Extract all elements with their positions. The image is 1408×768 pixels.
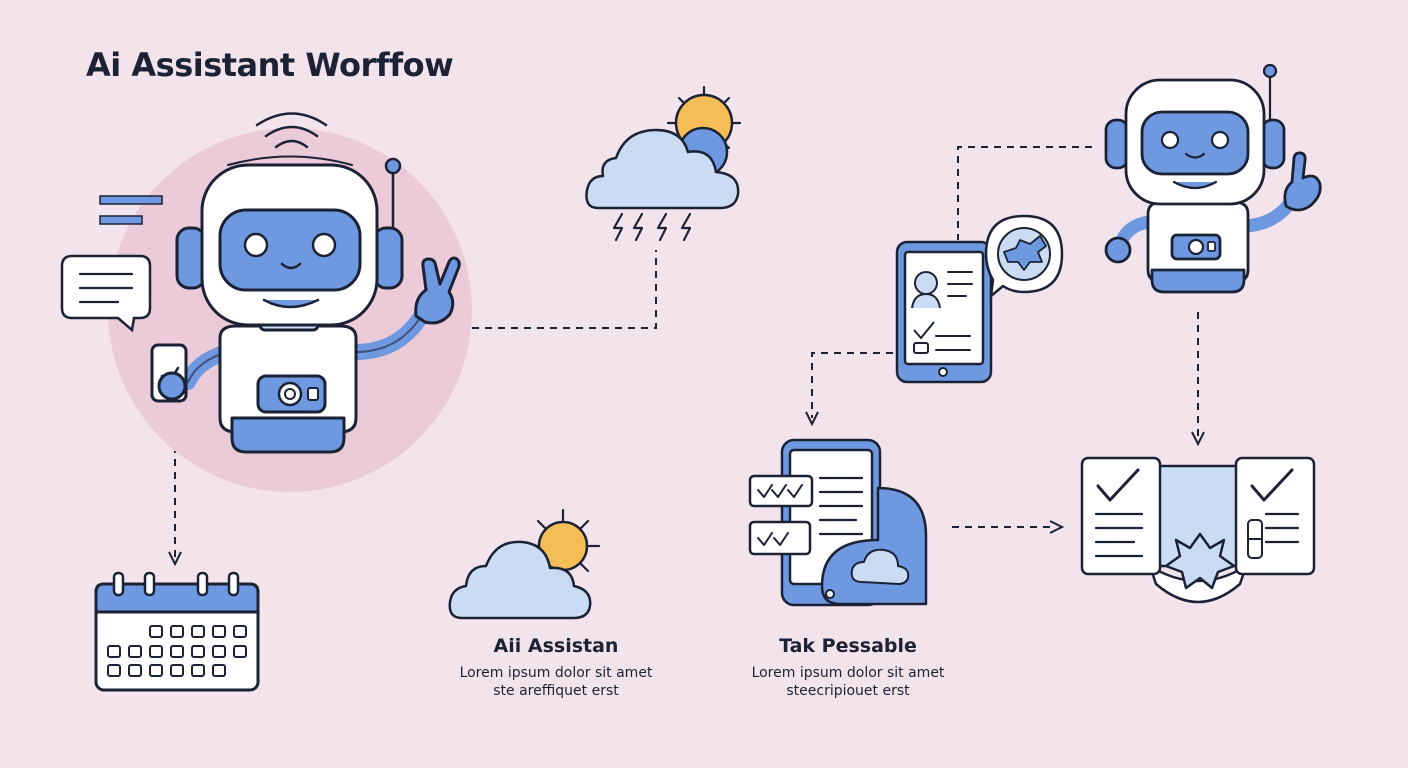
profile-tablet-icon bbox=[895, 240, 993, 384]
caption-task-heading: Tak Pessable bbox=[779, 635, 917, 657]
caption-assistant-line-1: Lorem ipsum dolor sit amet bbox=[459, 665, 653, 681]
caption-task: Tak Pessable Lorem ipsum dolor sit amet … bbox=[698, 634, 998, 700]
connector-robot2-to-profile bbox=[957, 146, 1092, 240]
connector-profile-to-tasks bbox=[811, 352, 893, 418]
calendar-icon bbox=[94, 571, 260, 692]
wifi-signal-icon bbox=[255, 112, 328, 149]
caption-assistant-line-2: ste areffiquet erst bbox=[493, 683, 619, 699]
storm-cloud-sun-icon bbox=[585, 85, 742, 242]
robot-waving-icon bbox=[150, 155, 461, 454]
robot-pointing-icon bbox=[1104, 63, 1322, 294]
arrowhead-to-tasks bbox=[805, 411, 819, 427]
caption-assistant: Aii Assistan Lorem ipsum dolor sit amet … bbox=[406, 634, 706, 700]
connector-robot-to-storm bbox=[472, 250, 657, 329]
chat-bubble-icon bbox=[60, 254, 152, 333]
page-title: Ai Assistant Worffow bbox=[86, 46, 454, 84]
cloud-sun-icon bbox=[448, 508, 601, 620]
arrowhead-to-docs bbox=[1191, 431, 1205, 447]
approved-documents-icon bbox=[1080, 456, 1316, 604]
map-bubble-icon bbox=[984, 214, 1064, 298]
caption-assistant-heading: Aii Assistan bbox=[493, 635, 619, 657]
text-lines-icon bbox=[99, 195, 163, 225]
caption-task-line-1: Lorem ipsum dolor sit amet bbox=[751, 665, 945, 681]
caption-task-line-2: steecripiouet erst bbox=[786, 683, 910, 699]
arrowhead-to-docs-side bbox=[1049, 520, 1065, 534]
arrowhead-to-calendar bbox=[168, 551, 182, 567]
task-checklist-icon bbox=[748, 438, 928, 607]
